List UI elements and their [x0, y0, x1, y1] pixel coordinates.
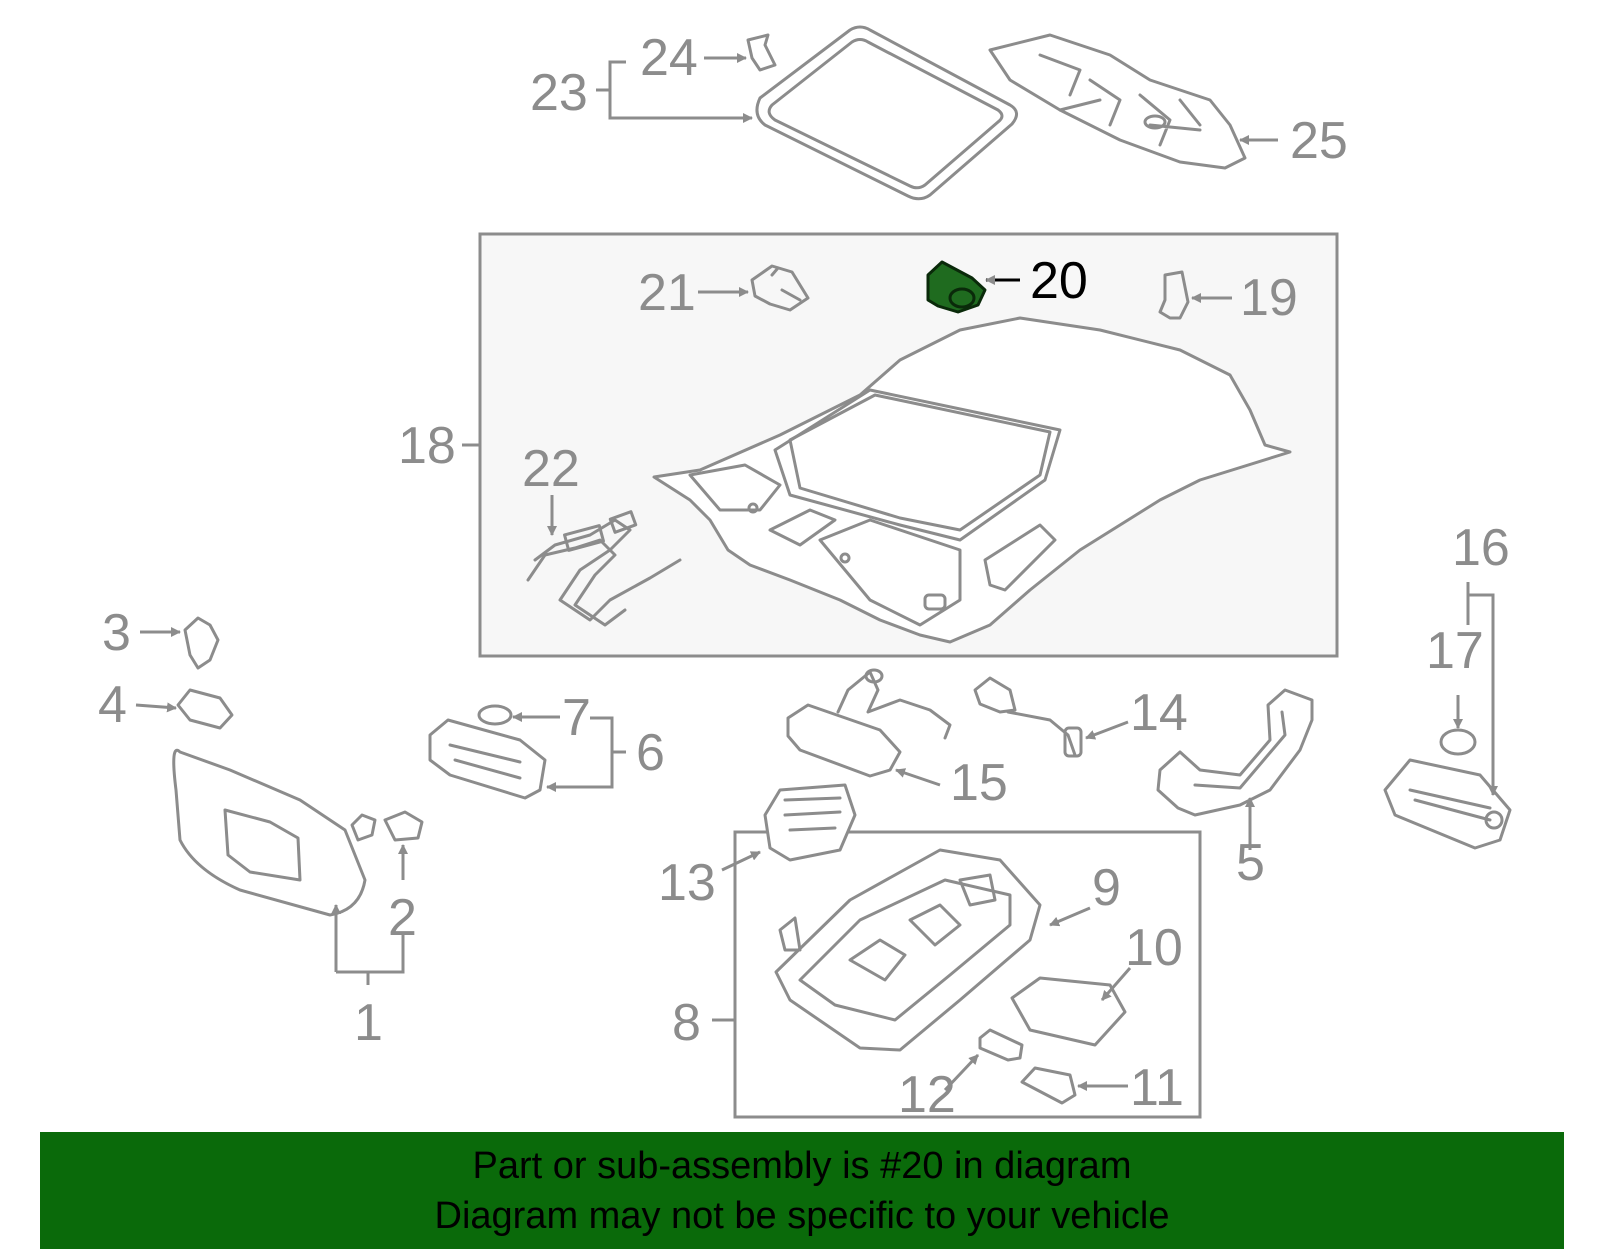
callout-17: 17	[1426, 622, 1484, 680]
harness-22-part[interactable]	[526, 510, 682, 627]
clip-24-part[interactable]	[746, 33, 777, 72]
callout-21: 21	[638, 264, 696, 322]
callout-10: 10	[1125, 919, 1183, 977]
callout-20: 20	[1030, 252, 1088, 310]
banner-line-disclaimer: Diagram may not be specific to your vehi…	[434, 1194, 1170, 1237]
harness-14-part[interactable]	[973, 676, 1083, 758]
clip-21-part[interactable]	[750, 264, 810, 312]
info-banner: Part or sub-assembly is #20 in diagram D…	[40, 1132, 1564, 1249]
lamp-15-part[interactable]	[786, 668, 952, 778]
clip-3-part[interactable]	[183, 616, 220, 670]
callout-1: 1	[354, 994, 383, 1052]
headliner-part[interactable]	[652, 316, 1292, 644]
lamp-13-part[interactable]	[763, 783, 857, 862]
callout-24: 24	[640, 29, 698, 87]
sun-visor-part[interactable]	[172, 748, 377, 917]
grab-handle-5-part[interactable]	[1156, 688, 1314, 817]
lamp-16-part[interactable]	[1383, 758, 1512, 850]
lens-10-part[interactable]	[1010, 976, 1127, 1047]
callout-4: 4	[98, 676, 127, 734]
bulb-12-part[interactable]	[978, 1028, 1024, 1062]
banner-line-part-info: Part or sub-assembly is #20 in diagram	[472, 1144, 1132, 1187]
callout-22: 22	[522, 440, 580, 498]
clip-19-part[interactable]	[1158, 270, 1190, 320]
callout-19: 19	[1240, 269, 1298, 327]
callout-2: 2	[388, 889, 417, 947]
sunroof-panel-25-part[interactable]	[988, 33, 1247, 170]
callout-5: 5	[1236, 834, 1265, 892]
callout-6: 6	[636, 724, 665, 782]
overhead-console-9-part[interactable]	[774, 848, 1042, 1052]
clip-4-part[interactable]	[176, 688, 234, 730]
bulb-7-part[interactable]	[477, 704, 513, 726]
callout-16: 16	[1452, 519, 1510, 577]
callout-3: 3	[102, 604, 131, 662]
callout-14: 14	[1130, 684, 1188, 742]
clip-2-part[interactable]	[383, 810, 424, 842]
callout-13: 13	[658, 854, 716, 912]
callout-25: 25	[1290, 112, 1348, 170]
bulb-17-part[interactable]	[1439, 728, 1477, 756]
sunroof-seal-part[interactable]	[755, 25, 1018, 201]
callout-23: 23	[530, 64, 588, 122]
callout-8: 8	[672, 994, 701, 1052]
callout-7: 7	[562, 689, 591, 747]
lens-11-part[interactable]	[1020, 1066, 1077, 1105]
callout-12: 12	[898, 1066, 956, 1124]
callout-18: 18	[398, 417, 456, 475]
highlighted-part-20[interactable]	[926, 260, 987, 314]
callout-9: 9	[1092, 859, 1121, 917]
callout-15: 15	[950, 754, 1008, 812]
map-lamp-6-part[interactable]	[428, 718, 547, 800]
callout-11: 11	[1130, 1059, 1184, 1117]
